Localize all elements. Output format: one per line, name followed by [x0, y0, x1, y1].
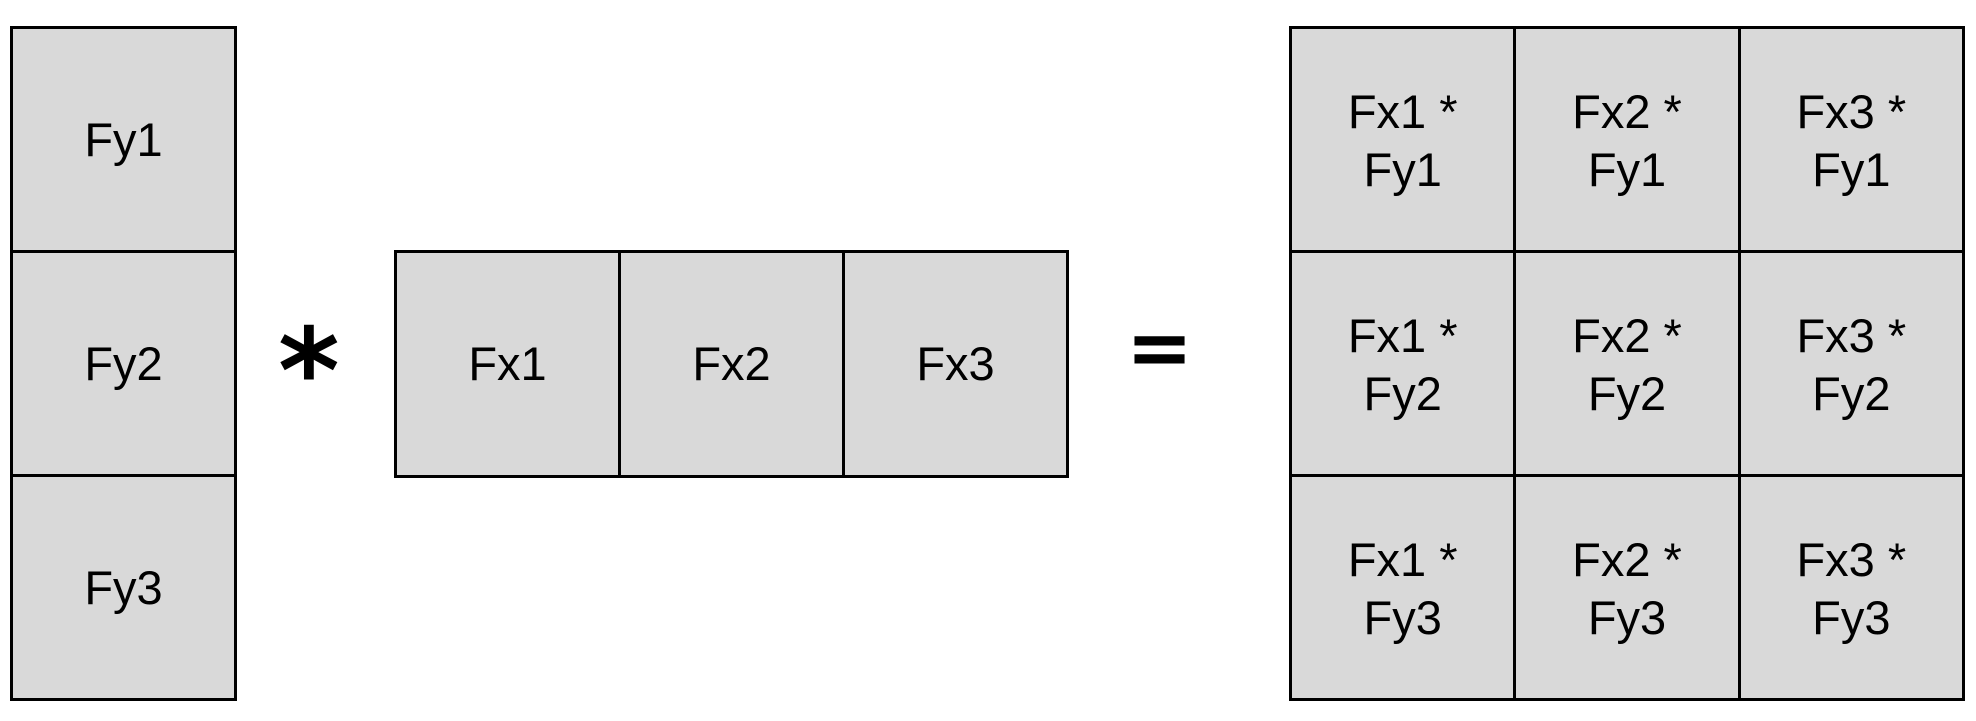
row-vector-cell-fx2: Fx2: [621, 253, 842, 475]
row-vector-fx: Fx1 Fx2 Fx3: [394, 250, 1069, 478]
result-cell-r2-c2: Fx2 * Fy2: [1516, 253, 1738, 474]
result-cell-r2-c3: Fx3 * Fy2: [1740, 253, 1962, 474]
multiply-operator: *: [278, 302, 340, 440]
result-cell-r3-c3: Fx3 * Fy3: [1740, 477, 1962, 698]
result-cell-r1-c1: Fx1 * Fy1: [1292, 29, 1514, 250]
column-vector-cell-fy2: Fy2: [13, 253, 234, 474]
row-vector-cell-fx3: Fx3: [845, 253, 1066, 475]
equals-operator: =: [1126, 301, 1194, 394]
result-cell-r2-c1: Fx1 * Fy2: [1292, 253, 1514, 474]
result-cell-r1-c3: Fx3 * Fy1: [1740, 29, 1962, 250]
result-cell-r3-c1: Fx1 * Fy3: [1292, 477, 1514, 698]
result-cell-r1-c2: Fx2 * Fy1: [1516, 29, 1738, 250]
column-vector-fy: Fy1 Fy2 Fy3: [10, 26, 237, 701]
column-vector-cell-fy1: Fy1: [13, 29, 234, 250]
column-vector-cell-fy3: Fy3: [13, 477, 234, 698]
row-vector-cell-fx1: Fx1: [397, 253, 618, 475]
result-matrix: Fx1 * Fy1 Fx2 * Fy1 Fx3 * Fy1 Fx1 * Fy2 …: [1289, 26, 1965, 701]
result-cell-r3-c2: Fx2 * Fy3: [1516, 477, 1738, 698]
